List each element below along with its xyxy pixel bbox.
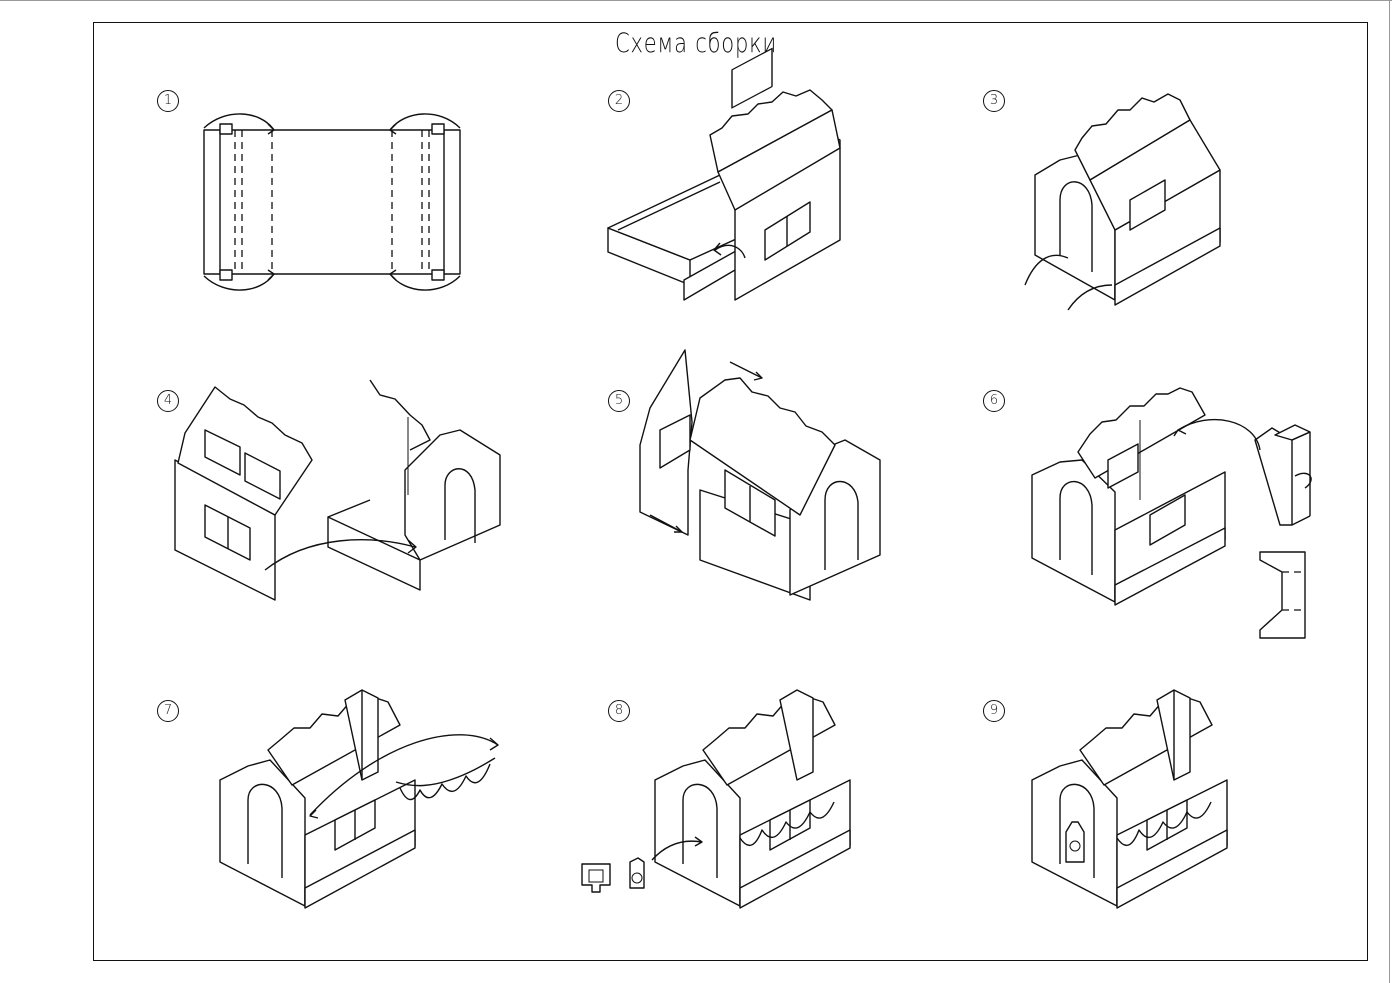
step-9-illustration <box>1020 680 1375 940</box>
step-6-illustration <box>1020 380 1375 640</box>
step-number-6: 6 <box>983 390 1005 412</box>
step-7-illustration <box>210 680 565 940</box>
step-number-4: 4 <box>157 390 179 412</box>
step-5-illustration <box>630 349 985 610</box>
page-title: Схема сборки <box>614 28 778 59</box>
step-1-illustration <box>190 100 545 360</box>
step-number-9: 9 <box>983 700 1005 722</box>
drawing-frame <box>93 22 1368 961</box>
step-8-illustration <box>581 680 945 940</box>
step-4-illustration <box>160 375 515 635</box>
step-number-8: 8 <box>608 700 630 722</box>
step-number-7: 7 <box>157 700 179 722</box>
step-2-illustration <box>600 47 955 340</box>
step-number-2: 2 <box>608 90 630 112</box>
step-3-illustration <box>1020 80 1375 340</box>
step-number-5: 5 <box>608 390 630 412</box>
step-number-3: 3 <box>983 90 1005 112</box>
page-edge-top <box>0 0 1392 1</box>
page-edge-right <box>1389 0 1390 983</box>
step-number-1: 1 <box>157 90 179 112</box>
